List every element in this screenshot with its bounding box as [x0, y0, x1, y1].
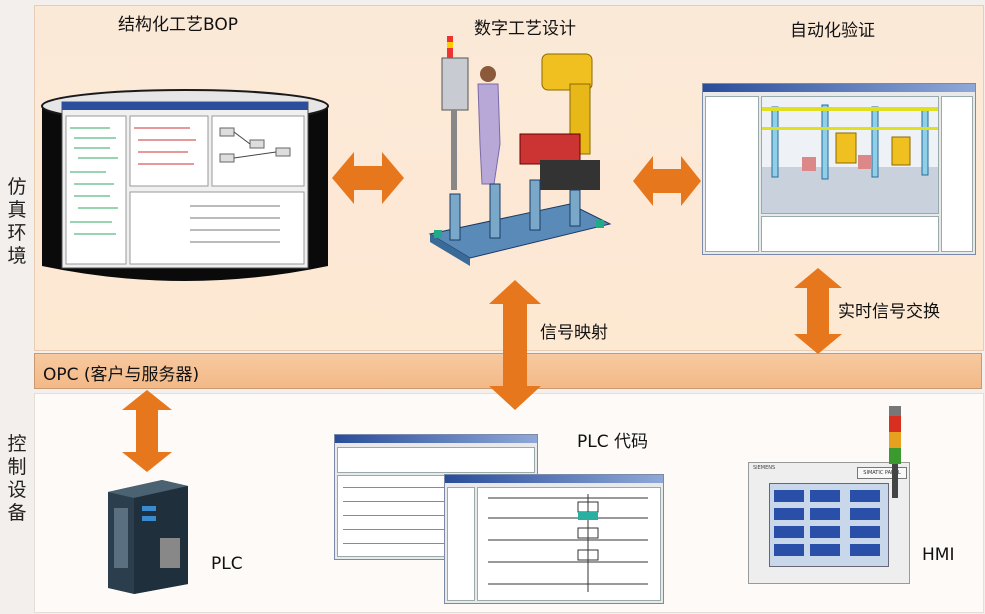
auto-verify-title: 自动化验证 — [790, 21, 875, 41]
simulation-side-label: 仿真环境 — [7, 176, 27, 267]
control-side-label: 控制设备 — [7, 433, 27, 524]
hmi-panel: SIEMENS SIMATIC PANEL — [748, 462, 910, 584]
digital-verify-double-arrow — [633, 156, 701, 206]
hmi-vendor-label: SIEMENS — [753, 465, 776, 471]
digital-design-title: 数字工艺设计 — [474, 19, 576, 39]
signal-mapping-label: 信号映射 — [540, 323, 608, 343]
plc-label: PLC — [211, 554, 243, 574]
plc-device-image — [108, 480, 188, 594]
plc-code-label: PLC 代码 — [577, 432, 648, 452]
bop-title: 结构化工艺BOP — [118, 15, 238, 35]
opc-plc-double-arrow — [122, 390, 172, 472]
realtime-exchange-arrow — [794, 268, 842, 354]
opc-label: OPC (客户与服务器) — [43, 365, 200, 385]
plc-code-screenshot-front — [444, 474, 664, 604]
hmi-label: HMI — [922, 545, 955, 565]
bop-digital-double-arrow — [332, 152, 404, 204]
hmi-screen — [769, 483, 889, 567]
digital-process-illustration — [428, 36, 612, 266]
bop-database-cylinder — [41, 89, 329, 281]
realtime-exchange-label: 实时信号交换 — [838, 302, 940, 322]
auto-verify-screenshot — [702, 83, 976, 255]
signal-mapping-arrow — [489, 280, 541, 410]
signal-tower-lamp — [889, 406, 901, 498]
